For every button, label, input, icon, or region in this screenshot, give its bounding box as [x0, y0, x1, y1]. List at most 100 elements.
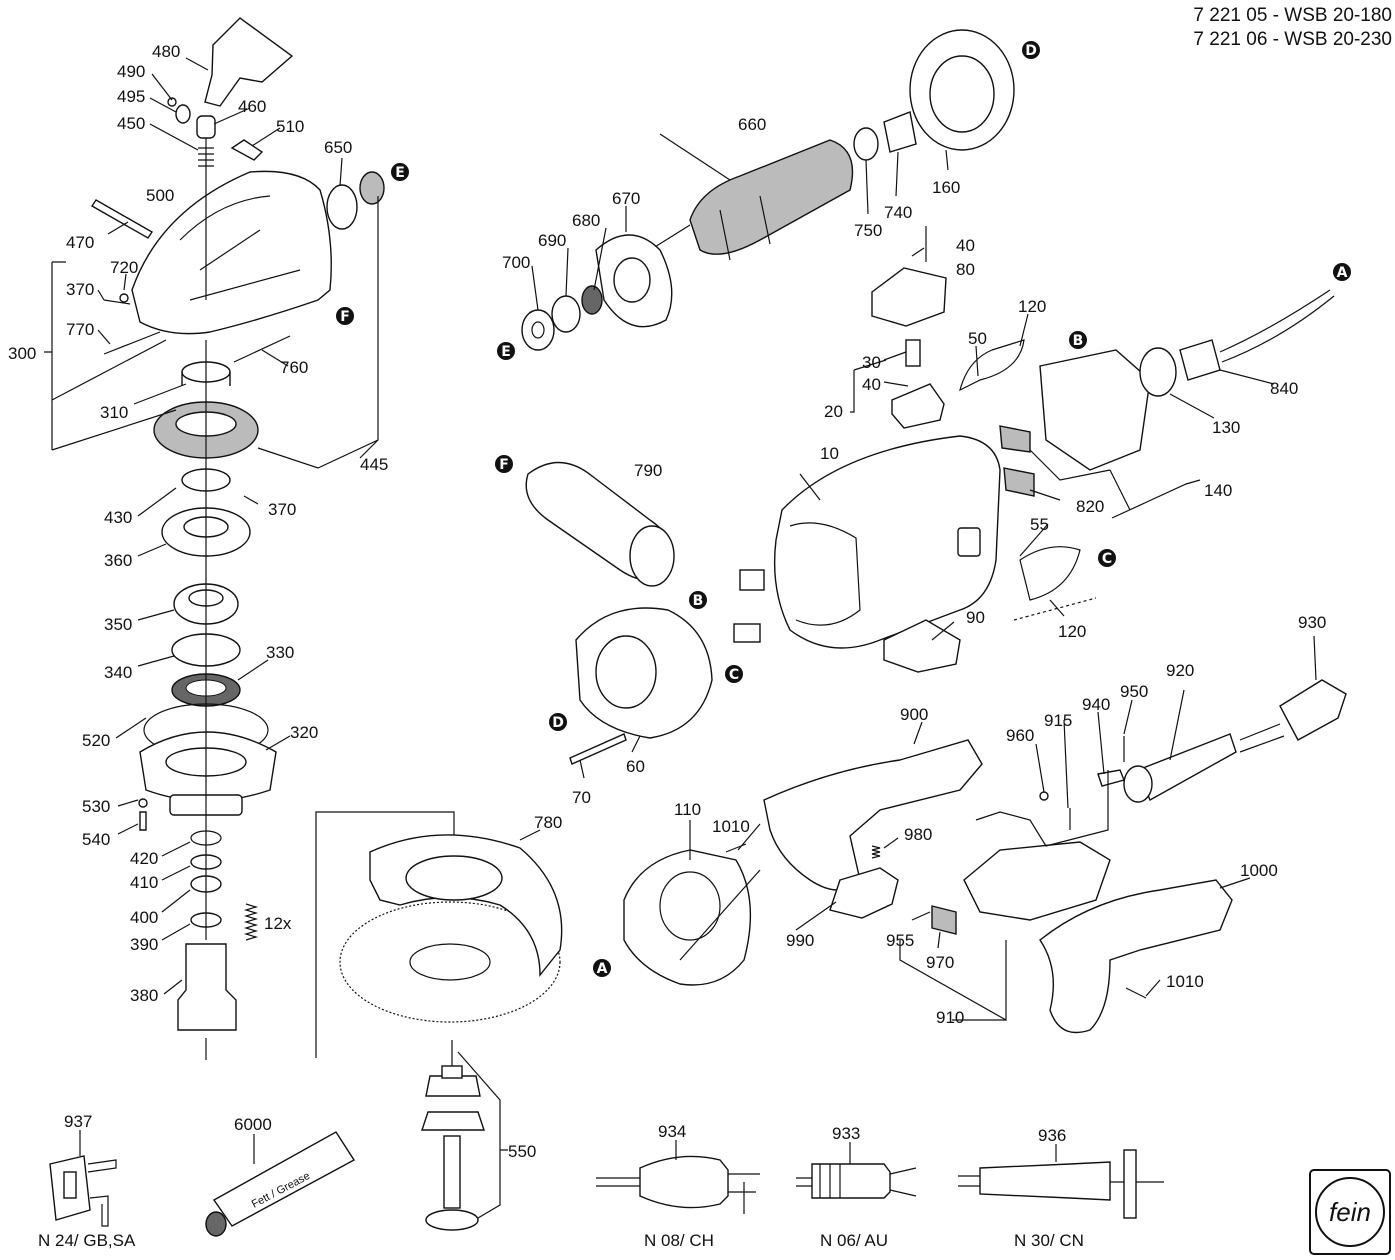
pin-a-right: A [1333, 263, 1351, 281]
bracket-820 [1029, 449, 1131, 511]
gear-head-assembly [44, 17, 385, 1060]
part-460-button [196, 115, 216, 139]
part-110-motor-cover [623, 849, 752, 986]
label-40-top: 40 [956, 236, 975, 255]
guard-collar [405, 855, 503, 901]
label-340: 340 [104, 663, 132, 682]
cover-110-bore [659, 871, 721, 941]
label-110: 110 [674, 800, 701, 819]
part-530-washer [138, 798, 148, 808]
handle-end [629, 525, 675, 587]
cable-930 [1239, 723, 1285, 753]
label-930: 930 [1298, 613, 1326, 632]
label-90: 90 [966, 608, 985, 627]
stator-connector-b [739, 569, 765, 591]
label-670: 670 [612, 189, 640, 208]
part-680-washer [581, 285, 603, 315]
flange-knob [425, 1209, 479, 1231]
flange-neck [441, 1065, 463, 1079]
part-480-lock-lever [204, 17, 294, 107]
label-915: 915 [1044, 711, 1072, 730]
part-510-clip [230, 139, 264, 161]
part-770-screw [103, 331, 161, 355]
label-130: 130 [1212, 418, 1240, 437]
label-1010-top: 1010 [712, 817, 750, 836]
stator-bore [595, 635, 657, 709]
grinding-disc [339, 901, 561, 1023]
disc-center [409, 943, 491, 981]
part-670-bore [613, 257, 651, 303]
label-960: 960 [1006, 726, 1034, 745]
label-400: 400 [130, 908, 158, 927]
pin-e-right: E [391, 163, 409, 181]
label-420: 420 [130, 849, 158, 868]
leader-lines [79, 57, 1317, 1164]
label-140: 140 [1204, 481, 1232, 500]
label-980: 980 [904, 825, 932, 844]
part-990-plate [829, 867, 899, 919]
caption-au: N 06/ AU [820, 1231, 888, 1250]
plug-933-ribs [819, 1164, 917, 1198]
label-933: 933 [832, 1124, 860, 1143]
pin-c-right: C [1098, 549, 1116, 567]
label-120-mid: 120 [1058, 622, 1086, 641]
part-20-brush-holder [891, 383, 945, 429]
cable-120-b [1013, 597, 1097, 621]
label-300: 300 [8, 344, 36, 363]
part-980-spring [871, 845, 881, 859]
part-660-armature [689, 139, 854, 255]
assembly-line [679, 869, 761, 961]
part-690-bearing [551, 295, 581, 333]
label-480: 480 [152, 42, 180, 61]
label-750: 750 [854, 221, 882, 240]
handle-assembly [623, 679, 1347, 1034]
part-650-bearing [326, 184, 358, 230]
label-510: 510 [276, 117, 304, 136]
label-30: 30 [862, 353, 881, 372]
part-934-ch-plug [639, 1155, 729, 1209]
label-55: 55 [1030, 515, 1049, 534]
label-950: 950 [1120, 682, 1148, 701]
part-1010-screw-top [725, 843, 747, 853]
part-30-brush [905, 339, 921, 367]
label-840: 840 [1270, 379, 1298, 398]
part-970-contact [931, 905, 957, 935]
part-10-motor-housing [773, 435, 1001, 649]
part-820-contact-2 [1003, 467, 1035, 497]
bracket-140 [1111, 479, 1201, 519]
label-160: 160 [932, 178, 960, 197]
label-955: 955 [886, 931, 914, 950]
part-940-clamp [1097, 769, 1125, 787]
pin-b-stator: B [689, 591, 707, 609]
label-937: 937 [64, 1112, 92, 1131]
label-460: 460 [238, 97, 266, 116]
label-20: 20 [824, 402, 843, 421]
part-495-spring-cap [175, 104, 191, 124]
part-910-switch [963, 841, 1111, 921]
flange-bolt [443, 1135, 461, 1209]
model-code-line-1: 7 221 05 - WSB 20-180 [1193, 5, 1392, 26]
armature-details [649, 195, 771, 261]
part-960-screw [1039, 791, 1049, 801]
housing-badge [957, 527, 981, 557]
plug-937-window [63, 1171, 77, 1199]
label-450: 450 [117, 114, 145, 133]
label-530: 530 [82, 797, 110, 816]
part-720-washer [119, 293, 129, 303]
label-70: 70 [572, 788, 591, 807]
part-540-screw [139, 811, 147, 831]
label-330: 330 [266, 643, 294, 662]
caption-cn: N 30/ CN [1014, 1231, 1084, 1250]
label-740: 740 [884, 203, 912, 222]
label-120-top: 120 [1018, 297, 1046, 316]
label-920: 920 [1166, 661, 1194, 680]
part-80-brush-cap [871, 267, 947, 327]
caption-ch: N 08/ CH [644, 1231, 714, 1250]
part-labels: 480 490 495 450 460 510 650 500 470 370 … [8, 42, 1326, 1161]
label-790: 790 [634, 461, 662, 480]
part-70-screw [569, 733, 627, 765]
accessories-row: Fett / Grease [49, 1131, 1164, 1237]
part-6000-grease-tube [212, 1131, 355, 1227]
svg-text:A: A [597, 961, 608, 977]
svg-text:B: B [1073, 333, 1084, 349]
